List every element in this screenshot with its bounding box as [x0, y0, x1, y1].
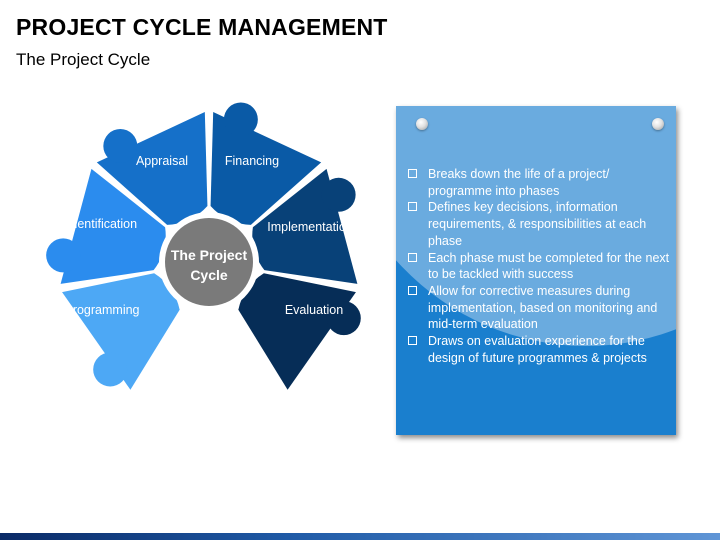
notes-list: Breaks down the life of a project/ progr… — [408, 166, 670, 366]
pin-icon — [416, 118, 428, 130]
cycle-label-appraisal: Appraisal — [136, 154, 188, 168]
cycle-segment-tab — [46, 238, 81, 273]
cycle-segment-financing — [210, 112, 322, 225]
list-item: Draws on evaluation experience for the d… — [408, 333, 670, 366]
bullet-text: Defines key decisions, information requi… — [428, 200, 647, 248]
page-subtitle: The Project Cycle — [16, 50, 151, 69]
cycle-center-disc — [165, 218, 253, 306]
cycle-segment-tab — [223, 102, 258, 137]
cycle-segment-tab — [103, 129, 138, 164]
bullet-text: Each phase must be completed for the nex… — [428, 250, 670, 282]
cycle-segment-programming — [62, 273, 180, 390]
project-cycle-diagram: Programming Identification Appraisal Financ… — [46, 102, 361, 390]
cycle-segment-tab — [321, 177, 356, 212]
list-item: Breaks down the life of a project/ progr… — [408, 166, 670, 199]
checkbox-bullet-icon — [408, 169, 417, 178]
list-item: Each phase must be completed for the nex… — [408, 250, 670, 283]
cycle-center-label-line1: The Project — [171, 247, 248, 263]
bullet-text: Draws on evaluation experience for the d… — [428, 334, 647, 365]
list-item: Allow for corrective measures during imp… — [408, 283, 670, 333]
list-item: Defines key decisions, information requi… — [408, 199, 670, 249]
cycle-segment-tab — [93, 352, 128, 387]
cycle-center-label-line2: Cycle — [190, 267, 228, 283]
notes-board: Breaks down the life of a project/ progr… — [396, 106, 676, 435]
cycle-segment-appraisal — [96, 112, 208, 225]
cycle-label-implementation: Implementation — [267, 220, 353, 234]
cycle-label-programming: Programming — [64, 303, 139, 317]
pin-icon — [652, 118, 664, 130]
checkbox-bullet-icon — [408, 252, 417, 262]
checkbox-bullet-icon — [408, 285, 417, 295]
cycle-label-identification: Identification — [67, 217, 137, 231]
cycle-segment-evaluation — [238, 273, 356, 390]
cycle-label-financing: Financing — [225, 154, 279, 168]
bullet-text: Allow for corrective measures during imp… — [428, 283, 658, 332]
checkbox-bullet-icon — [408, 336, 417, 346]
cycle-segment-tab — [326, 301, 361, 336]
cycle-segment-identification — [60, 168, 166, 284]
page-title: PROJECT CYCLE MANAGEMENT — [16, 14, 388, 40]
footer-bar — [0, 533, 720, 540]
bullet-text: Breaks down the life of a project/ progr… — [428, 167, 610, 198]
cycle-label-evaluation: Evaluation — [285, 303, 343, 317]
checkbox-bullet-icon — [408, 202, 417, 212]
